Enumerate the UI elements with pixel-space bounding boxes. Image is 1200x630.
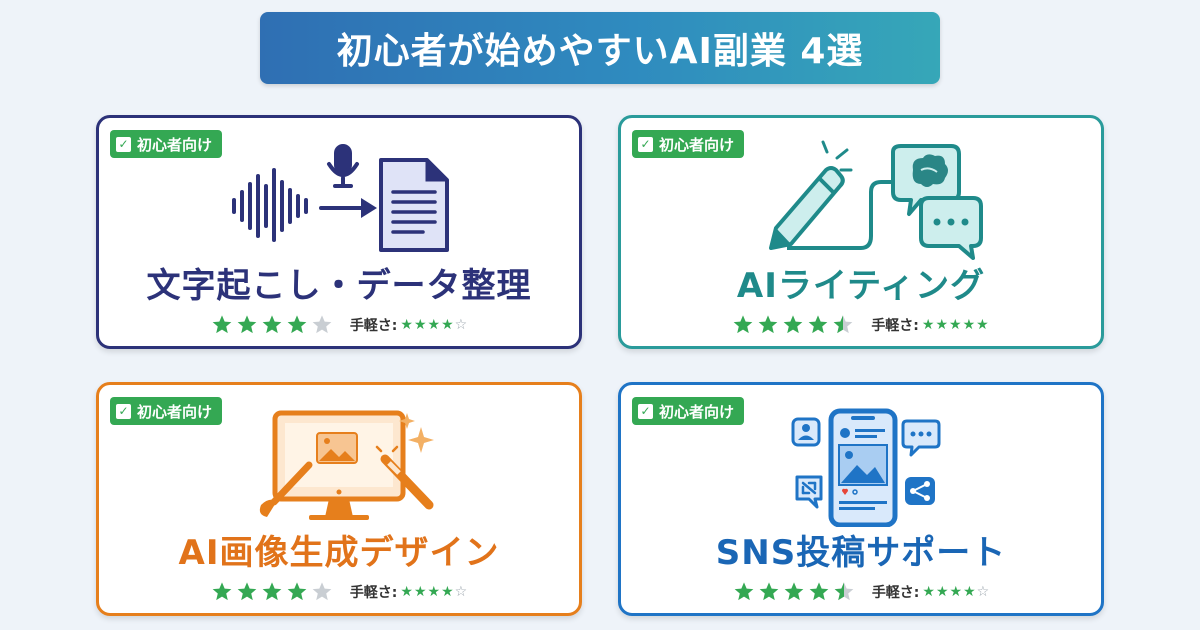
ai-image-design-icon	[259, 410, 434, 520]
star-full-icon	[212, 315, 232, 334]
rating-row: 手軽さ: ★★★★ ☆	[99, 314, 579, 336]
card-title: AIライティング	[736, 266, 986, 306]
ease-stars: ★★★★	[400, 317, 455, 333]
star-full-icon	[809, 582, 829, 601]
card-title: 文字起こし・データ整理	[146, 266, 532, 306]
star-rating	[211, 581, 336, 603]
ease-stars: ★★★★	[922, 584, 977, 600]
ease-stars-empty: ☆	[976, 584, 990, 600]
ease-label: 手軽さ:	[349, 585, 398, 601]
transcription-icon	[232, 144, 449, 252]
badge-label: 初心者向け	[659, 402, 735, 421]
star-rating	[733, 581, 858, 603]
star-full-icon	[237, 315, 257, 334]
star-full-icon	[784, 582, 804, 601]
check-icon: ✓	[116, 136, 131, 152]
ease-stars-empty: ☆	[454, 584, 468, 600]
rating-row: 手軽さ: ★★★★★	[621, 314, 1101, 336]
card-transcription[interactable]: ✓ 初心者向け	[96, 115, 582, 349]
card-sns-support[interactable]: ✓ 初心者向け SN	[618, 382, 1104, 616]
card-title: SNS投稿サポート	[715, 533, 1007, 573]
star-full-icon	[287, 582, 307, 601]
badge-label: 初心者向け	[137, 402, 213, 421]
star-full-icon	[287, 315, 307, 334]
card-title: AI画像生成デザイン	[178, 533, 500, 573]
card-ai-writing[interactable]: ✓ 初心者向け AIライティング 手軽さ: ★★★★★	[618, 115, 1104, 349]
check-icon: ✓	[638, 403, 653, 419]
rating-row: 手軽さ: ★★★★ ☆	[621, 581, 1101, 603]
beginner-badge: ✓ 初心者向け	[110, 397, 223, 425]
star-full-icon	[758, 315, 778, 334]
ease-label: 手軽さ:	[349, 318, 398, 334]
beginner-badge: ✓ 初心者向け	[110, 130, 223, 158]
star-full-icon	[759, 582, 779, 601]
beginner-badge: ✓ 初心者向け	[632, 397, 745, 425]
check-icon: ✓	[638, 136, 653, 152]
star-half-icon	[833, 315, 853, 334]
star-full-icon	[237, 582, 257, 601]
check-icon: ✓	[116, 403, 131, 419]
badge-label: 初心者向け	[659, 135, 735, 154]
star-full-icon	[262, 582, 282, 601]
page-title: 初心者が始めやすいAI副業 4選	[260, 12, 940, 84]
ease-label: 手軽さ:	[871, 585, 920, 601]
beginner-badge: ✓ 初心者向け	[632, 130, 745, 158]
star-empty-icon	[312, 582, 332, 601]
star-full-icon	[783, 315, 803, 334]
star-full-icon	[808, 315, 828, 334]
star-empty-icon	[312, 315, 332, 334]
ease-stars: ★★★★★	[921, 317, 990, 333]
badge-label: 初心者向け	[137, 135, 213, 154]
star-full-icon	[262, 315, 282, 334]
ease-label: 手軽さ:	[871, 318, 919, 334]
star-rating	[732, 314, 857, 336]
star-full-icon	[733, 315, 753, 334]
card-ai-image-design[interactable]: ✓ 初心者向け AI画像生成デザイン 手軽さ: ★★★★ ☆	[96, 382, 582, 616]
star-half-icon	[834, 582, 854, 601]
ai-writing-icon	[769, 140, 983, 260]
star-rating	[211, 314, 336, 336]
star-full-icon	[734, 582, 754, 601]
ease-stars-empty: ☆	[454, 317, 468, 333]
rating-row: 手軽さ: ★★★★ ☆	[99, 581, 579, 603]
sns-support-icon	[791, 408, 941, 527]
ease-stars: ★★★★	[400, 584, 455, 600]
star-full-icon	[212, 582, 232, 601]
